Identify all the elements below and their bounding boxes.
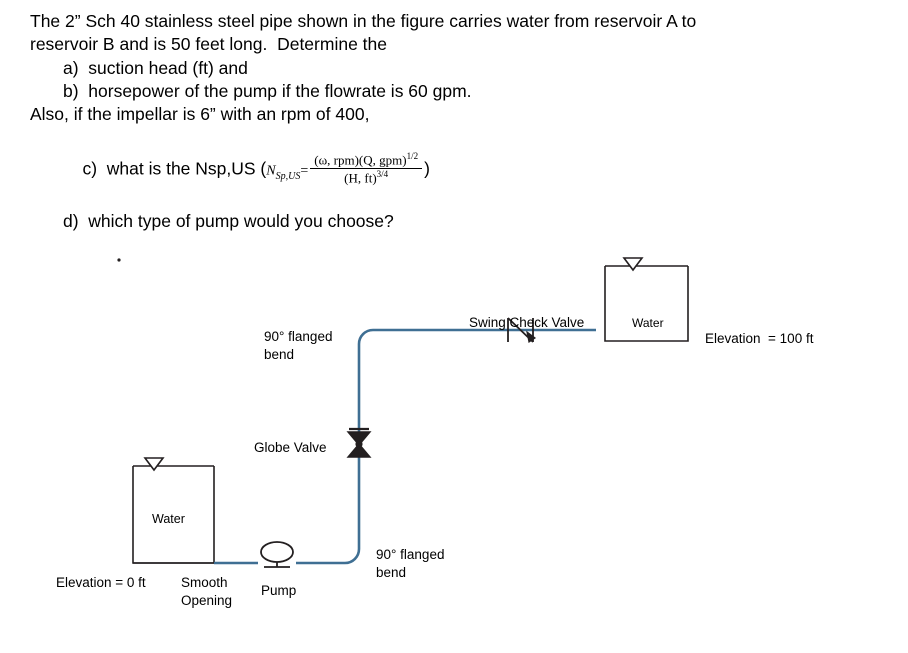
pump-icon	[260, 541, 294, 568]
label-elevation-right: Elevation = 100 ft	[705, 331, 814, 346]
pipe-top-bend-and-header	[357, 328, 596, 432]
problem-statement: The 2” Sch 40 stainless steel pipe shown…	[30, 10, 890, 234]
formula-numerator-exponent: 1/2	[406, 150, 419, 161]
globe-valve-icon	[346, 427, 372, 458]
formula-equals: =	[300, 162, 309, 178]
left-reservoir-level-triangle-icon	[143, 457, 165, 472]
problem-line-3: Also, if the impellar is 6” with an rpm …	[30, 104, 370, 125]
problem-line-1: The 2” Sch 40 stainless steel pipe shown…	[30, 11, 697, 31]
problem-line-2: reservoir B and is 50 feet long. Determi…	[30, 34, 387, 55]
problem-item-d: d) which type of pump would you choose?	[63, 211, 394, 232]
pipe-bottom-bend-and-riser	[344, 457, 361, 565]
piping-system-figure: 90° flanged bend Globe Valve Swing Check…	[0, 236, 908, 653]
stray-dot-mark	[117, 258, 121, 262]
label-swing-check-valve: Swing Check Valve	[469, 315, 585, 330]
problem-item-c-text: c) what is the Nsp,US (	[82, 157, 267, 178]
label-bottom-flanged-bend: 90° flanged bend	[376, 547, 445, 581]
formula-subscript: Sp,US	[275, 170, 301, 182]
label-smooth-opening: Smooth Opening	[181, 575, 233, 609]
label-water-left: Water	[152, 512, 185, 526]
right-reservoir-tank	[604, 266, 689, 342]
label-globe-valve: Globe Valve	[254, 440, 327, 455]
formula-symbol: N	[266, 162, 276, 178]
label-elevation-left: Elevation = 0 ft	[56, 575, 146, 590]
figure-drawing	[117, 257, 689, 568]
problem-item-b: b) horsepower of the pump if the flowrat…	[63, 80, 472, 101]
label-pump: Pump	[261, 583, 297, 598]
formula-fraction: (ω, rpm)(Q, gpm)1/2(H, ft)3/4	[310, 151, 423, 187]
formula-denominator: (H, ft)3/4	[310, 167, 423, 186]
swing-check-valve-icon	[507, 317, 537, 343]
label-water-right: Water	[632, 316, 664, 330]
formula-numerator: (ω, rpm)(Q, gpm)1/2	[310, 151, 422, 168]
formula-denominator-text: (H, ft)	[344, 170, 377, 186]
label-top-flanged-bend: 90° flanged bend	[264, 329, 333, 363]
formula-numerator-text: (ω, rpm)(Q, gpm)	[314, 151, 407, 167]
problem-item-c: c) what is the Nsp,US (NSp,US=(ω, rpm)(Q…	[30, 128, 890, 210]
formula-denominator-exponent: 3/4	[376, 168, 389, 179]
problem-item-c-close: )	[424, 157, 430, 178]
problem-item-a: a) suction head (ft) and	[63, 57, 248, 78]
right-reservoir-level-triangle-icon	[622, 257, 644, 272]
